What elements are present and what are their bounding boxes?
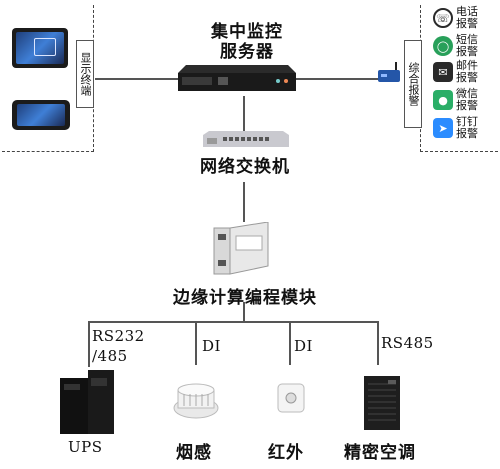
smoke-interface-label: DI [202,337,221,355]
alarm-label: 综合报警 [407,62,420,106]
phone-device [12,100,70,130]
alarm-item-wechat: ● 微信报警 [433,88,480,112]
ir-interface-label: DI [294,337,313,355]
alarm-label-box: 综合报警 [404,40,422,128]
precision-ac-device [362,374,402,432]
wechat-icon: ● [433,90,453,110]
alarm-item-phone: ☏ 电话报警 [433,6,480,30]
display-label-box: 显示终端 [76,40,94,108]
alarm-item-mail: ✉ 邮件报警 [433,60,480,84]
dingtalk-icon: ➤ [433,118,453,138]
server-title-line1: 集中监控 [211,22,283,42]
server-title-line2: 服务器 [220,42,274,62]
device-bus-line [88,321,378,323]
switch-device [203,131,289,149]
smoke-drop-line [195,321,197,365]
server-switch-line [243,96,245,132]
ir-label: 红外 [268,443,304,463]
edge-module-device [210,221,274,278]
ir-drop-line [289,321,291,365]
smoke-label: 烟感 [176,443,212,463]
switch-label: 网络交换机 [200,157,290,177]
mail-icon: ✉ [433,62,453,82]
phone-icon: ☏ [433,8,453,28]
tablet-device [12,28,68,68]
ups-drop-line [88,321,90,367]
module-bus-line [243,302,245,322]
switch-module-line [243,182,245,222]
ac-interface-label: RS485 [381,334,434,352]
server-title: 集中监控 服务器 [192,22,302,62]
ups-interface-label: RS232 /485 [92,327,145,365]
server-alarm-line [295,78,380,80]
smoke-detector-device [172,378,220,420]
display-server-line [95,78,180,80]
ac-drop-line [377,321,379,365]
alarm-item-dingtalk: ➤ 钉钉报警 [433,116,480,140]
display-label: 显示终端 [79,52,92,96]
alarm-item-sms: ◯ 短信报警 [433,34,480,58]
router-device [376,62,404,84]
ups-label: UPS [68,438,103,456]
server-device [178,63,296,95]
sms-icon: ◯ [433,36,453,56]
module-label: 边缘计算编程模块 [173,288,317,308]
infrared-detector-device [276,382,306,414]
ups-device [58,368,118,434]
ac-label: 精密空调 [344,443,416,463]
